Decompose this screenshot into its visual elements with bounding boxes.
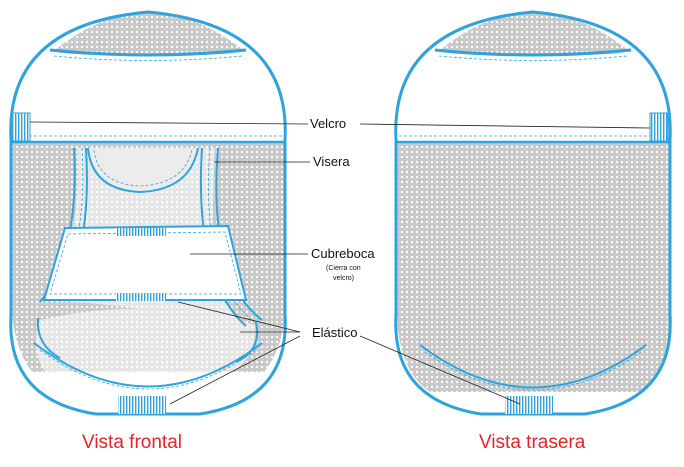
cubreboca-note-line1: (Cierra con [326, 265, 361, 272]
elastico-label: Elástico [312, 325, 358, 340]
front-cover-velcro-bottom [116, 293, 166, 301]
cubreboca-note-line2: velcro) [333, 275, 354, 282]
front-crown-mesh [55, 12, 243, 57]
velcro-label: Velcro [310, 116, 346, 131]
front-chin-area [36, 308, 256, 372]
back-bottom-velcro [505, 396, 553, 414]
back-view [394, 10, 672, 416]
front-bottom-velcro [118, 396, 166, 414]
visera-label: Visera [313, 154, 350, 169]
front-head-band [11, 55, 285, 143]
front-cover-velcro-top [116, 228, 166, 236]
front-velcro-patch [11, 112, 31, 142]
leader-lines [29, 121, 651, 405]
back-elastic-curve [419, 344, 647, 389]
back-body-mesh [396, 142, 671, 392]
front-elastic-curve [33, 342, 263, 388]
back-outline [394, 10, 672, 416]
front-mouth-cover [42, 224, 248, 301]
front-view [9, 10, 287, 416]
back-crown-mesh [440, 12, 628, 57]
back-view-caption: Vista trasera [479, 432, 586, 453]
front-outline [9, 10, 287, 416]
back-head-band [396, 55, 670, 143]
front-view-caption: Vista frontal [82, 432, 182, 453]
front-nose-cutout [87, 147, 199, 194]
cubreboca-label: Cubreboca [311, 246, 375, 261]
back-velcro-patch [649, 112, 669, 142]
